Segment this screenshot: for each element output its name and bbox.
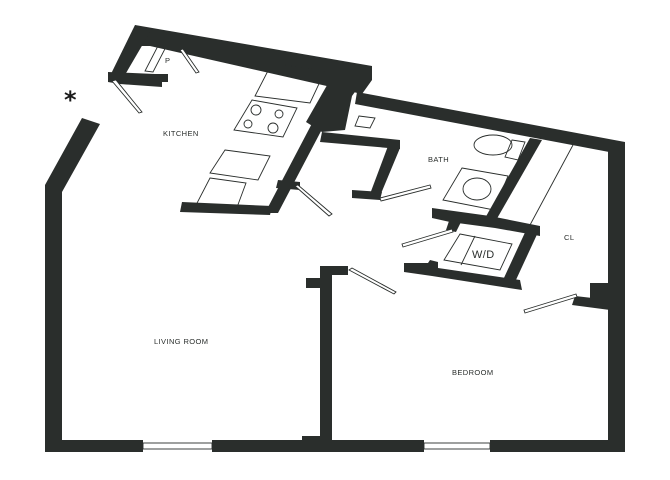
burner xyxy=(267,122,279,134)
wall-bottom-1 xyxy=(45,440,143,452)
bath-sink xyxy=(462,177,492,201)
label-closet: CL xyxy=(564,233,574,242)
window-bedroom xyxy=(423,442,491,450)
burner xyxy=(250,104,262,116)
door-pantry xyxy=(179,48,200,74)
wall-wd-right xyxy=(503,226,540,282)
label-pantry: P xyxy=(165,56,170,65)
label-kitchen: KITCHEN xyxy=(163,129,199,138)
door-closet xyxy=(523,293,578,314)
label-living-room: LIVING ROOM xyxy=(154,337,208,346)
wall-bath-closet xyxy=(484,138,542,222)
wall-bath-left xyxy=(370,146,400,196)
wall-right xyxy=(608,145,625,452)
wall-left xyxy=(45,118,100,452)
labels: KITCHEN BATH CL W/D LIVING ROOM BEDROOM … xyxy=(64,56,574,377)
wall-kitchen-stub xyxy=(276,180,300,190)
kitchen-sink xyxy=(195,177,247,211)
window-living xyxy=(142,442,213,450)
walls xyxy=(45,25,625,452)
door-bath xyxy=(379,184,432,202)
wall-wd-notch xyxy=(446,218,462,232)
washer-dryer xyxy=(443,233,513,271)
wall-bath-lower-left xyxy=(320,132,400,149)
wall-closet-door-stub xyxy=(572,296,610,310)
wall-bottom-notch xyxy=(302,436,332,442)
wall-divider-stub xyxy=(306,278,322,288)
wall-divider-top xyxy=(320,266,348,275)
wall-wd-top xyxy=(432,208,540,236)
wall-kitchen-right xyxy=(265,112,330,213)
wall-bottom-2 xyxy=(212,440,424,452)
wall-kitchen-top xyxy=(135,25,372,94)
closet-rod xyxy=(529,144,574,226)
label-washer-dryer: W/D xyxy=(472,249,495,261)
vanity xyxy=(442,167,509,211)
wd-divider xyxy=(460,235,476,266)
toilet-bowl xyxy=(473,134,513,156)
door-bedroom xyxy=(348,267,397,295)
wall-right-stub xyxy=(590,283,610,300)
door-kitchen-closet xyxy=(294,184,333,217)
pantry-shelf xyxy=(144,41,169,73)
entry-marker: * xyxy=(64,86,77,114)
wall-bottom-3 xyxy=(490,440,625,452)
wall-living-bedroom xyxy=(320,268,332,448)
water-heater xyxy=(354,115,376,129)
wall-wd-bottom xyxy=(404,260,522,290)
wall-pantry-bottom xyxy=(108,72,168,87)
dishwasher xyxy=(209,149,271,181)
cooktop xyxy=(233,99,298,138)
fixtures xyxy=(144,41,574,271)
wall-bath-stub xyxy=(352,190,382,200)
label-bedroom: BEDROOM xyxy=(452,368,494,377)
doors xyxy=(111,48,578,314)
fridge xyxy=(254,62,326,104)
burner xyxy=(274,109,284,119)
burner xyxy=(243,119,253,129)
door-wd xyxy=(401,228,454,248)
label-bath: BATH xyxy=(428,155,449,164)
toilet-tank xyxy=(504,139,526,161)
wall-top-right xyxy=(355,92,625,155)
wall-pantry-left xyxy=(108,25,150,80)
door-entry xyxy=(111,79,143,114)
windows xyxy=(142,442,491,450)
